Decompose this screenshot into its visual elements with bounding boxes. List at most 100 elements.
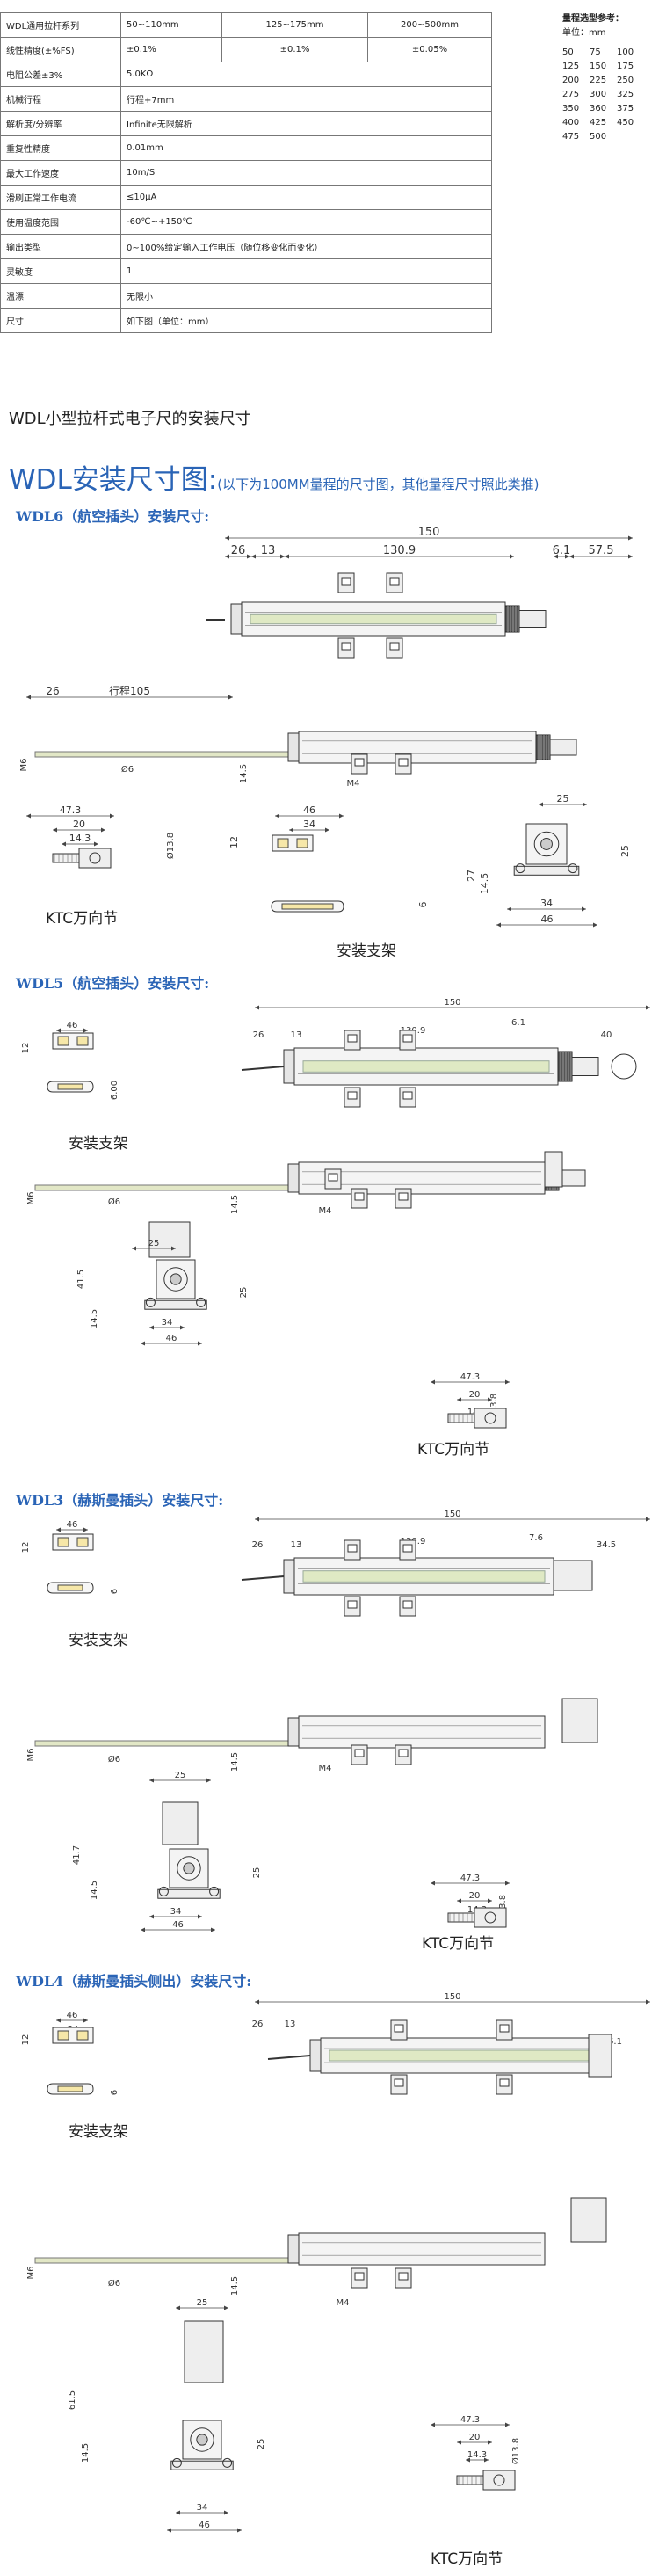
bracket-slot [57,1036,69,1046]
dimension-label: 7.6 [529,1533,543,1543]
dimension-label: 14.5 [230,2276,240,2296]
table-row: 电阻公差±3%5.0KΩ [0,62,492,87]
dimension-label: 46 [67,1021,78,1030]
bracket-slot [76,1537,89,1547]
sensor-endcap [287,1717,300,1747]
dimension-label: 20 [73,819,85,830]
mount-screw [196,1297,206,1307]
mount-screw [171,2457,182,2468]
dimension-label: 34 [303,819,315,830]
dimension-label: M6 [26,1749,36,1762]
dimension-label: 47.3 [60,804,82,816]
mount-screw [568,863,578,874]
range-value: 225 [590,76,607,85]
clamp-slot [394,2024,404,2033]
dimension-label: 130.9 [383,544,416,557]
dimension-label: 47.3 [460,1372,480,1382]
dimension-label: 14.5 [81,2443,91,2463]
connector-aviation [535,734,551,760]
clamp-slot [347,1034,358,1043]
end-view-core [196,2434,208,2446]
range-value: 275 [562,90,580,99]
ktc-hole [89,852,101,864]
dimension-label: Ø6 [108,1754,120,1765]
dimension-label: 46 [67,1520,78,1530]
dimension-label: 25 [197,2298,208,2308]
ktc-label: KTC万向节 [46,910,119,928]
pull-rod [34,751,300,758]
spec-value: 如下图（单位：mm） [120,308,492,333]
clamp-slot [402,1091,413,1100]
bracket-side-slot [57,2085,83,2092]
range-value: 325 [617,90,634,99]
dimension-label: 34.5 [597,1540,616,1550]
dimension-label: 6.1 [553,544,571,557]
bracket-slot [277,838,289,848]
dimension-label: M4 [347,779,360,789]
dimension-label: 46 [541,913,554,925]
title-text: WDL安装尺寸图: [9,464,218,496]
clamp-slot [347,1544,358,1553]
dimension-label: 40 [601,1030,612,1040]
clamp-slot [398,1749,409,1757]
dimension-label: 26 [253,1030,264,1040]
pull-rod [34,1184,300,1191]
spec-value: Infinite无限解析 [120,111,492,136]
sensor-strip [250,613,497,625]
dimension-label: Ø13.8 [511,2438,521,2464]
sensor-endcap [287,1163,300,1193]
end-view-base [144,1299,207,1310]
dimension-label: 150 [418,526,440,539]
dimension-label: 25 [175,1771,186,1780]
dimension-label: Ø13.8 [165,833,176,859]
dimension-label: 14.5 [230,1195,240,1214]
sensor-strip [302,1060,550,1073]
dimension-label: 12 [21,2034,31,2046]
dimension-label: 14.3 [69,833,91,844]
dimension-label: 46 [303,804,315,816]
dimension-arrow [554,554,569,559]
spec-label: 线性精度(±%FS) [0,37,121,62]
ktc-body [474,1907,507,1928]
mount-screw [209,1886,220,1896]
ktc-body [78,848,112,869]
ktc-hole [484,1911,496,1924]
ktc-thread [456,2475,484,2485]
dimension-label: M6 [19,759,29,772]
dimension-label: 25 [148,1239,160,1248]
connector-top [184,2320,224,2383]
clamp-slot [499,2078,510,2087]
cable [241,1575,285,1581]
dimension-label: 41.5 [76,1270,86,1289]
dimension-label: 47.3 [460,1874,480,1883]
dimension-arrow [457,1898,492,1903]
connector-hirschmann [570,2197,607,2243]
ktc-label: KTC万向节 [422,1935,495,1953]
end-view-base [157,1888,221,1899]
clamp-slot [347,1091,358,1100]
clamp-slot [398,1192,409,1201]
bracket-label: 安装支架 [69,1632,128,1649]
dimension-arrow [289,827,330,833]
dimension-label: 25 [239,1287,249,1299]
dimension-label: 12 [21,1542,31,1554]
ktc-thread [447,1413,475,1423]
clamp-slot [389,642,400,651]
clamp-slot [347,1600,358,1609]
dimension-label: Ø6 [108,1197,120,1207]
dimension-label: M6 [26,2267,36,2280]
clamp-slot [398,2272,409,2281]
cable [267,2055,311,2060]
bracket-side-slot [281,903,334,910]
dimension-label: 14.5 [230,1752,240,1772]
spec-label: 灵敏度 [0,258,121,284]
bracket-slot [296,838,308,848]
ktc-thread [52,853,80,863]
mount-screw [158,1886,169,1896]
